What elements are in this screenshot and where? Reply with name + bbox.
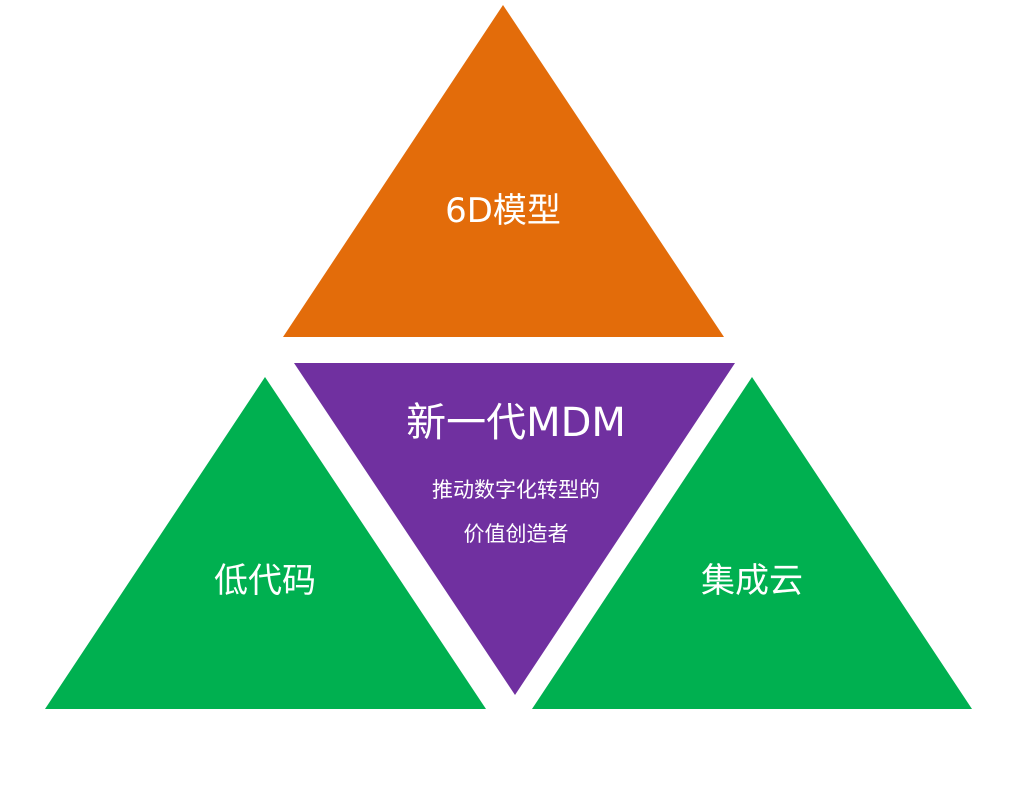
right-triangle xyxy=(532,377,972,709)
left-triangle xyxy=(45,377,486,709)
left-triangle-label: 低代码 xyxy=(214,561,316,601)
top-triangle-label: 6D模型 xyxy=(445,191,561,231)
center-inverted-triangle xyxy=(294,363,735,695)
center-subtitle-line1: 推动数字化转型的 xyxy=(432,478,600,502)
center-title: 新一代MDM xyxy=(406,400,626,446)
top-triangle xyxy=(283,5,724,337)
center-subtitle-line2: 价值创造者 xyxy=(463,522,569,546)
right-triangle-label: 集成云 xyxy=(701,561,803,601)
